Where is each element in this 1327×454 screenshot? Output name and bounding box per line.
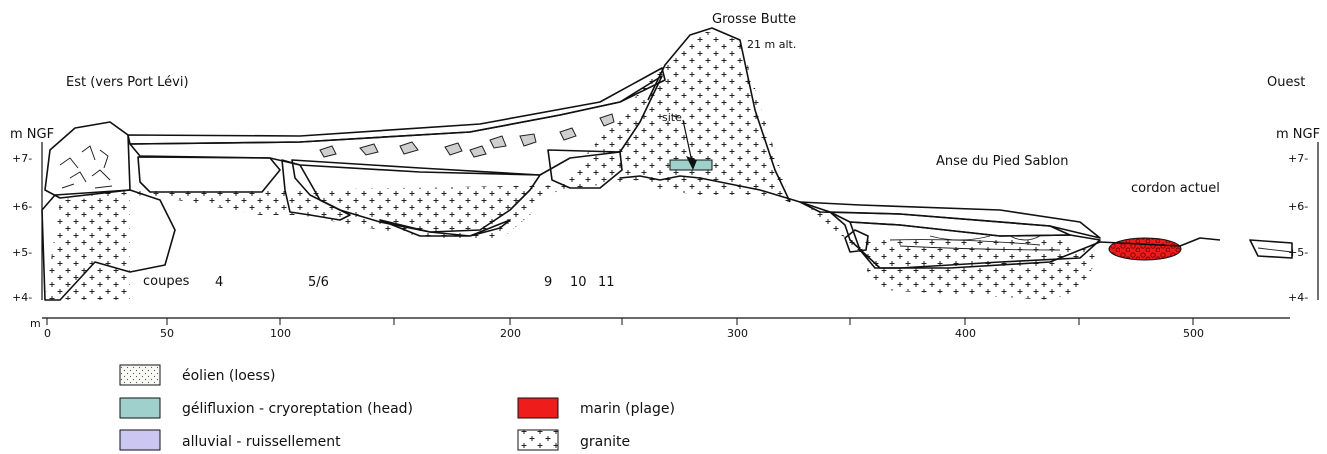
site-arrowhead	[686, 156, 697, 170]
y-axis-unit-left: m NGF	[10, 127, 54, 142]
x-axis-ticks	[46, 318, 1194, 325]
eolien-layer	[127, 67, 666, 145]
legend-swatch-head	[119, 397, 161, 419]
x-tick-label: 0	[44, 327, 51, 340]
y-tick-right: +7-	[1288, 152, 1308, 165]
site-label: site	[662, 111, 682, 124]
site-arrow	[682, 119, 693, 163]
marin-deposit-base	[379, 219, 511, 237]
summit-label: Grosse Butte	[712, 12, 796, 27]
x-tick-label: 400	[955, 327, 976, 340]
boulder-left	[44, 121, 131, 199]
legend-swatch-marin	[517, 397, 559, 419]
coupe-number: 10	[570, 275, 587, 290]
marin-deposit-coupe4	[137, 156, 281, 193]
x-tick-label: 300	[727, 327, 748, 340]
head-clasts	[319, 113, 615, 158]
legend-label-granite: granite	[580, 434, 630, 450]
east-label: Est (vers Port Lévi)	[66, 75, 189, 90]
alluvial-patch-west	[1249, 239, 1293, 259]
y-tick-right: +6-	[1288, 200, 1308, 213]
legend-label-alluvial: alluvial - ruissellement	[182, 434, 341, 450]
granite-bedrock	[45, 30, 1100, 300]
y-axis-unit-right: m NGF	[1276, 127, 1320, 142]
grosse-butte-outline	[647, 27, 791, 203]
boulder-joints	[59, 145, 113, 189]
legend-swatch-alluvial	[119, 429, 161, 451]
coupe-number: 11	[598, 275, 615, 290]
coupes-label: coupes	[143, 274, 190, 289]
y-tick-left: +4-	[12, 291, 32, 304]
x-axis-unit: m	[30, 317, 41, 330]
legend-swatch-granite	[517, 429, 559, 451]
x-tick-label: 500	[1183, 327, 1204, 340]
y-tick-left: +7-	[12, 152, 32, 165]
y-tick-left: +5-	[12, 246, 32, 259]
x-tick-label: 50	[160, 327, 174, 340]
coupe-number: 9	[544, 275, 552, 290]
y-tick-left: +6-	[12, 200, 32, 213]
legend-swatch-eolien	[119, 364, 161, 386]
marin-deposit-coupe56	[281, 159, 351, 221]
legend-label-marin: marin (plage)	[580, 401, 675, 417]
legend-label-eolien: éolien (loess)	[182, 368, 275, 384]
x-tick-label: 200	[500, 327, 521, 340]
boulder-anse	[844, 229, 869, 253]
y-tick-right: +4-	[1288, 291, 1308, 304]
cordon-label: cordon actuel	[1131, 181, 1220, 196]
west-label: Ouest	[1267, 75, 1305, 90]
y-tick-right: +5-	[1288, 246, 1308, 259]
alluvial-laminations	[889, 235, 1293, 253]
coupe-number: 4	[215, 275, 223, 290]
x-tick-label: 100	[270, 327, 291, 340]
legend: éolien (loess) gélifluxion - cryoreptati…	[119, 364, 675, 451]
summit-altitude: 21 m alt.	[747, 38, 796, 51]
alluvial-layer-anse	[849, 221, 1101, 269]
ground-surface-line	[619, 175, 1221, 269]
legend-label-head: gélifluxion - cryoreptation (head)	[182, 401, 413, 417]
marin-cordon-actuel	[1108, 237, 1182, 261]
marin-deposit-coupe9-11	[547, 149, 623, 189]
anse-label: Anse du Pied Sablon	[936, 154, 1068, 169]
granite-left-block	[41, 189, 176, 301]
alluvial-pebble-lens	[291, 159, 541, 233]
coupe-number: 5/6	[308, 275, 329, 290]
